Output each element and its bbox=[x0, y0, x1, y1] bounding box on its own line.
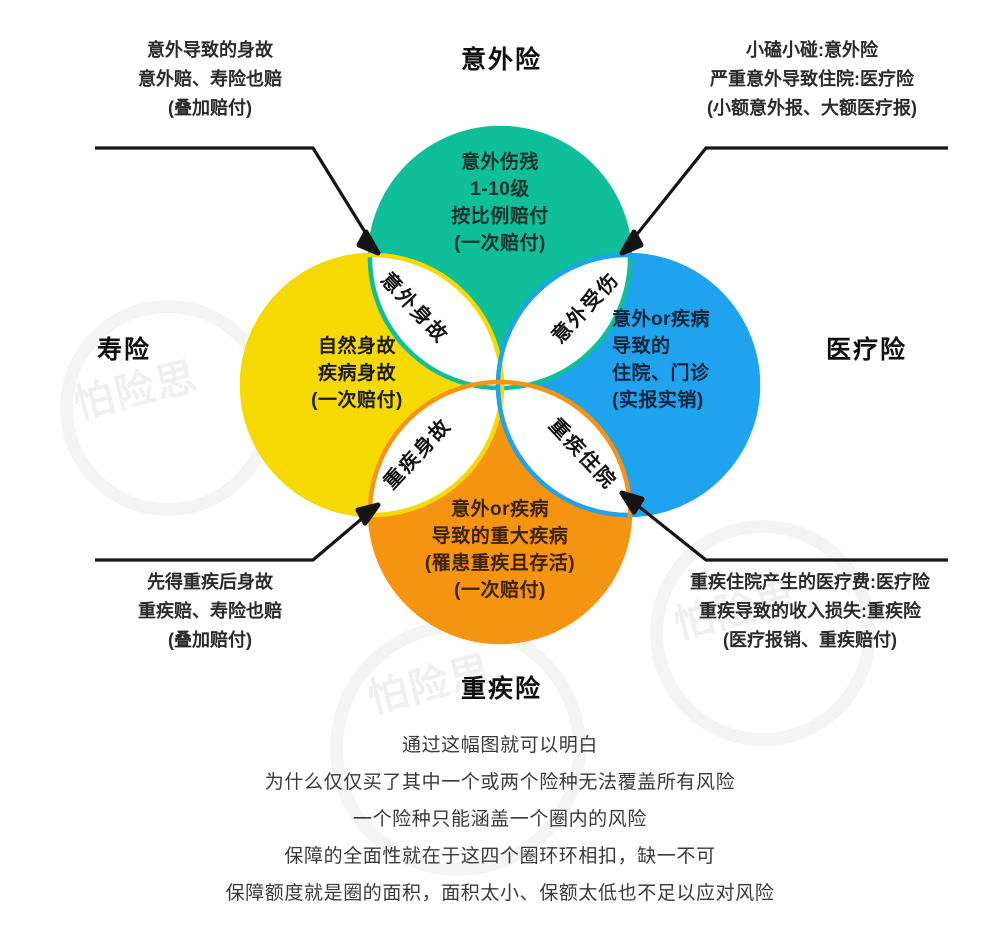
circle-medical-text: 意外or疾病 导致的 住院、门诊 (实报实销) bbox=[612, 307, 812, 415]
accident-line-1: 意外伤残 bbox=[460, 152, 539, 173]
footer-line-5: 保障额度就是圈的面积，面积太小、保额太低也不足以应对风险 bbox=[225, 883, 775, 905]
life-line-3: (一次赔付) bbox=[311, 389, 403, 411]
annotation-top-left-line-1: 意外导致的身故 bbox=[147, 40, 273, 60]
critical-line-1: 意外or疾病 bbox=[450, 499, 549, 520]
circle-critical-text: 意外or疾病 导致的重大疾病 (罹患重疾且存活) (一次赔付) bbox=[380, 497, 620, 605]
annotation-bottom-right-line-1: 重疾住院产生的医疗费:医疗险 bbox=[690, 572, 930, 592]
leader-top-left bbox=[95, 146, 381, 256]
medical-line-1: 意外or疾病 bbox=[612, 309, 711, 330]
annotation-bottom-left: 先得重疾后身故 重疾赔、寿险也赔 (叠加赔付) bbox=[60, 568, 360, 655]
annotation-top-right: 小磕小碰:意外险 严重意外导致住院:医疗险 (小额意外报、大额医疗报) bbox=[658, 36, 966, 123]
annotation-bottom-left-line-2: 重疾赔、寿险也赔 bbox=[138, 601, 282, 622]
leader-bottom-left bbox=[95, 502, 381, 562]
footer-line-2: 为什么仅仅买了其中一个或两个险种无法覆盖所有风险 bbox=[264, 772, 736, 794]
category-label-life: 寿险 bbox=[97, 336, 152, 364]
medical-line-3: 住院、门诊 bbox=[612, 362, 710, 384]
annotation-top-left: 意外导致的身故 意外赔、寿险也赔 (叠加赔付) bbox=[60, 36, 360, 123]
category-label-critical: 重疾险 bbox=[461, 675, 543, 703]
accident-line-3: 按比例赔付 bbox=[451, 205, 549, 227]
annotation-bottom-right-line-2: 重疾导致的收入损失:重疾险 bbox=[699, 601, 921, 622]
category-label-accident: 意外险 bbox=[461, 46, 543, 74]
annotation-top-right-line-3: (小额意外报、大额医疗报) bbox=[707, 98, 917, 119]
leader-top-right bbox=[619, 146, 948, 256]
critical-line-4: (一次赔付) bbox=[454, 579, 546, 601]
medical-line-4: (实报实销) bbox=[612, 389, 704, 411]
critical-line-2: 导致的重大疾病 bbox=[431, 525, 569, 547]
accident-line-2: 1-10级 bbox=[470, 178, 530, 200]
footer-line-3: 一个险种只能涵盖一个圈内的风险 bbox=[352, 809, 647, 831]
annotation-bottom-right: 重疾住院产生的医疗费:医疗险 重疾导致的收入损失:重疾险 (医疗报销、重疾赔付) bbox=[654, 568, 966, 655]
footer-paragraph: 通过这幅图就可以明白 为什么仅仅买了其中一个或两个险种无法覆盖所有风险 一个险种… bbox=[0, 727, 1000, 912]
accident-line-4: (一次赔付) bbox=[454, 232, 546, 254]
medical-line-2: 导致的 bbox=[612, 335, 671, 357]
annotation-top-right-line-2: 严重意外导致住院:医疗险 bbox=[710, 69, 914, 90]
life-line-1: 自然身故 bbox=[317, 336, 396, 357]
leader-bottom-right bbox=[619, 490, 948, 562]
annotation-bottom-left-line-1: 先得重疾后身故 bbox=[147, 572, 273, 592]
annotation-top-left-line-3: (叠加赔付) bbox=[168, 98, 252, 119]
circle-accident-text: 意外伤残 1-10级 按比例赔付 (一次赔付) bbox=[400, 150, 600, 258]
footer-line-1: 通过这幅图就可以明白 bbox=[401, 735, 598, 756]
footer-line-4: 保障的全面性就在于这四个圈环环相扣，缺一不可 bbox=[284, 846, 716, 868]
annotation-bottom-right-line-3: (医疗报销、重疾赔付) bbox=[723, 630, 897, 651]
life-line-2: 疾病身故 bbox=[317, 362, 396, 384]
annotation-top-right-line-1: 小磕小碰:意外险 bbox=[746, 40, 878, 60]
annotation-top-left-line-2: 意外赔、寿险也赔 bbox=[138, 69, 282, 90]
circle-life-text: 自然身故 疾病身故 (一次赔付) bbox=[262, 334, 452, 415]
annotation-bottom-left-line-3: (叠加赔付) bbox=[168, 630, 252, 651]
category-label-medical: 医疗险 bbox=[826, 336, 908, 364]
critical-line-3: (罹患重疾且存活) bbox=[424, 552, 576, 574]
